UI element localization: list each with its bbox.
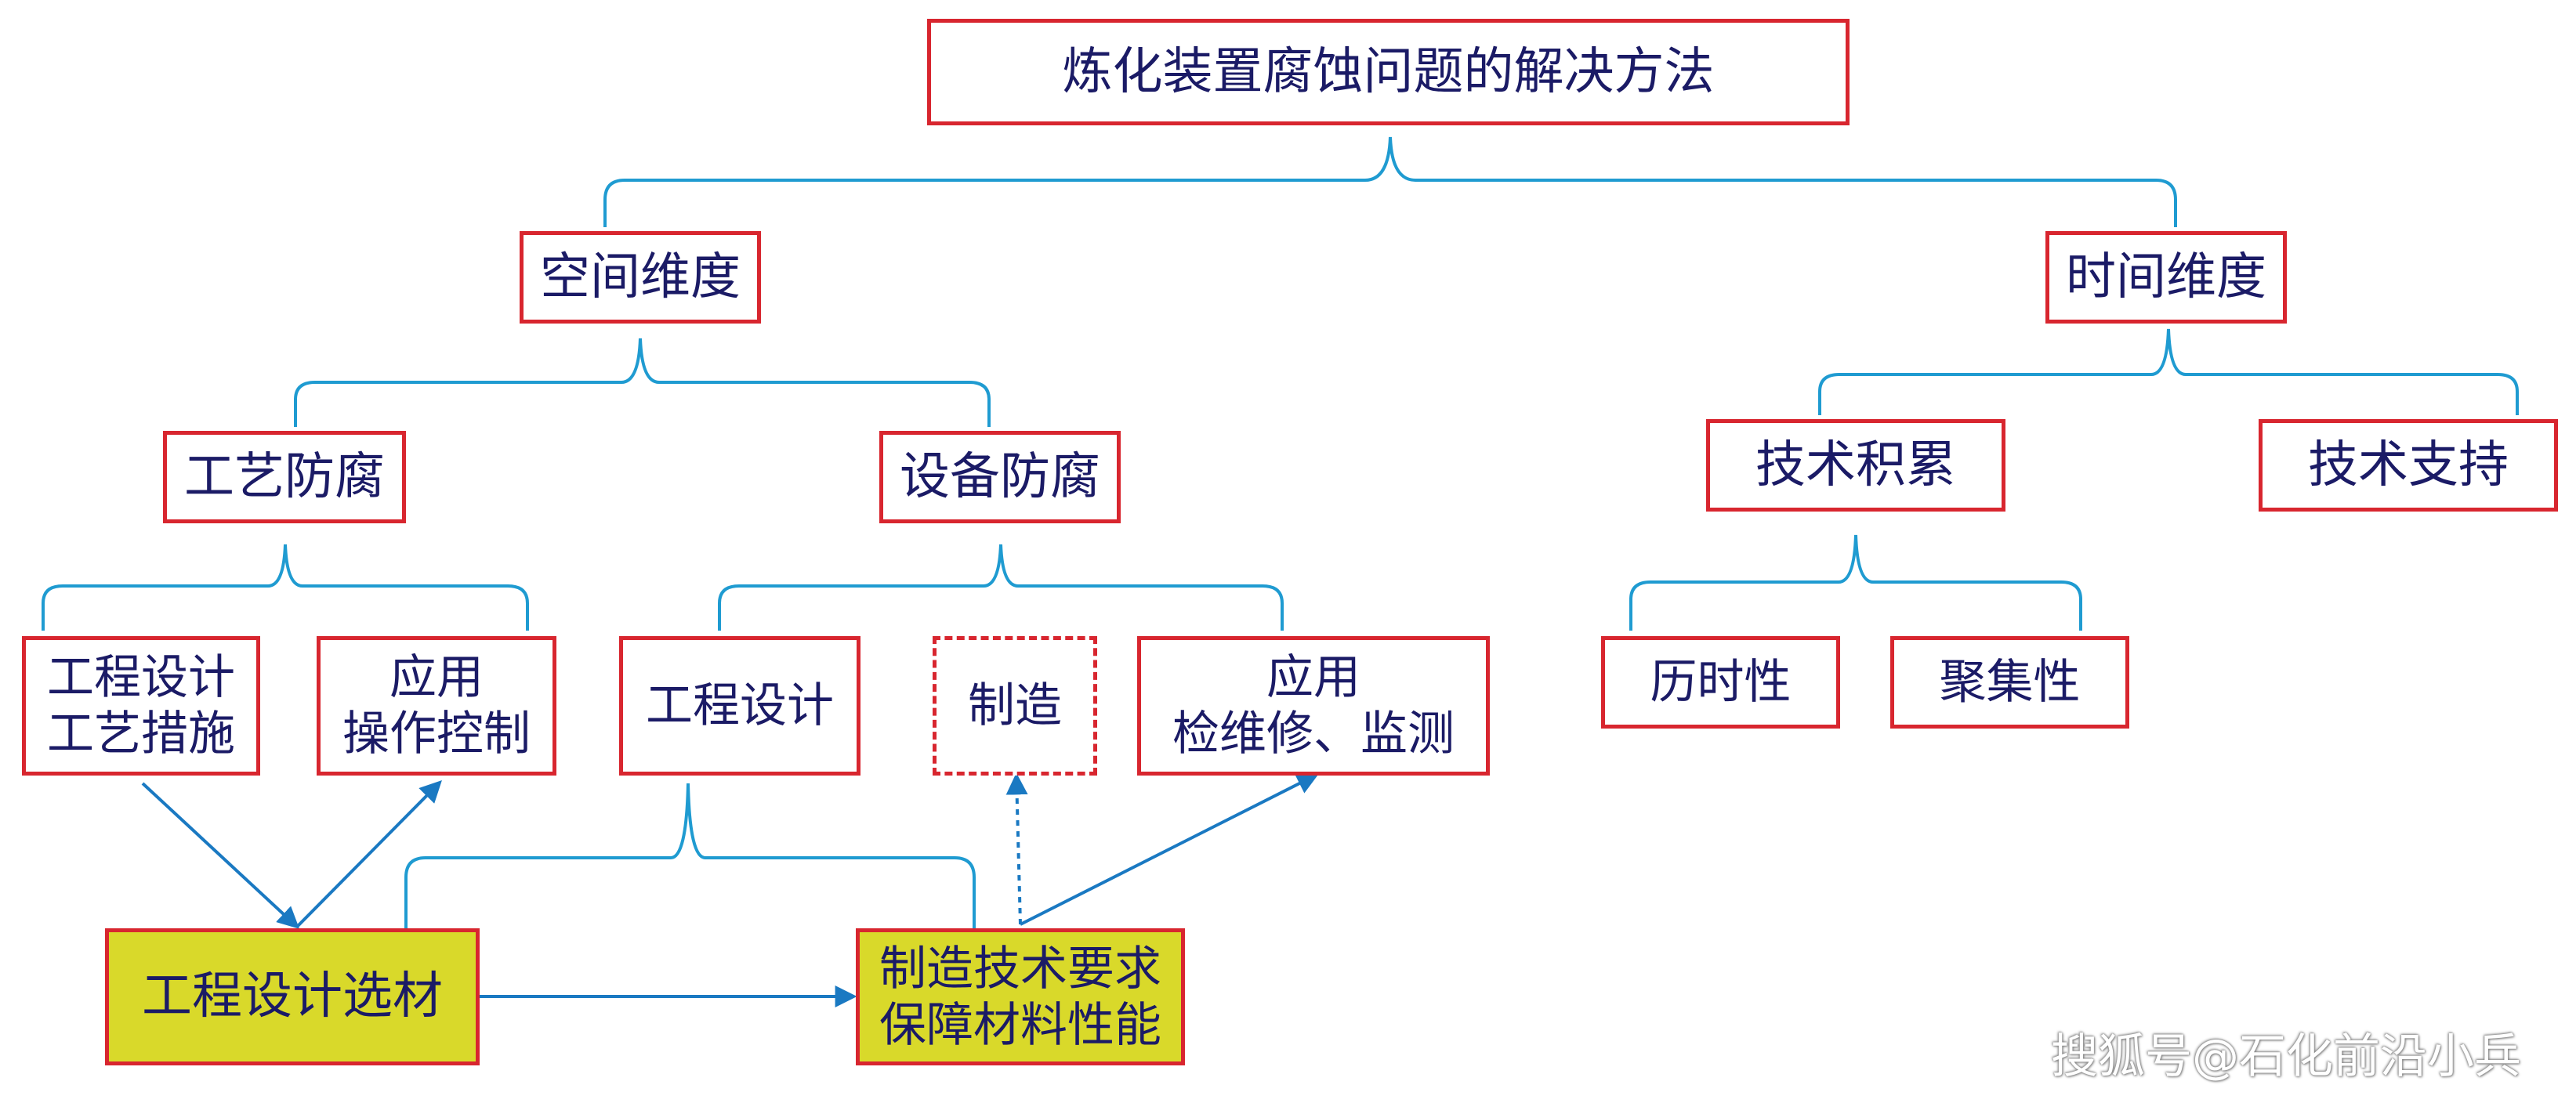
node-line: 设备防腐 [900, 447, 1100, 506]
node-tech-support: 技术支持 [2259, 419, 2558, 512]
node-line: 工艺防腐 [184, 447, 385, 506]
arrow-process-to-selection [141, 782, 300, 929]
node-process-protection: 工艺防腐 [163, 431, 406, 523]
brace-design-to-materials [404, 783, 976, 928]
node-root: 炼化装置腐蚀问题的解决方法 [927, 19, 1850, 125]
brace-root-children [603, 136, 2177, 227]
brace-spatial-children [294, 338, 991, 427]
node-line: 制造 [968, 678, 1062, 733]
node-line: 保障材料性能 [879, 997, 1161, 1053]
brace-accumulation-children [1629, 534, 2082, 631]
node-line: 工程设计 [646, 678, 834, 733]
node-line: 工程设计 [47, 650, 235, 705]
node-spatial: 空间维度 [520, 231, 761, 324]
node-clustering: 聚集性 [1890, 636, 2129, 729]
arrow-manufacturing-req-to-manufacturing [1005, 772, 1028, 925]
node-line: 聚集性 [1939, 655, 2081, 710]
brace-process-children [42, 544, 529, 631]
node-engineering-design: 工程设计 [619, 636, 860, 776]
node-line: 历时性 [1650, 655, 1792, 710]
node-equipment-protection: 设备防腐 [879, 431, 1121, 523]
brace-temporal-children [1818, 328, 2519, 415]
node-material-selection: 工程设计选材 [105, 928, 480, 1065]
node-line: 空间维度 [540, 248, 741, 306]
node-line: 技术积累 [1755, 436, 1956, 494]
node-line: 时间维度 [2066, 248, 2266, 306]
node-eng-design-process: 工程设计 工艺措施 [22, 636, 260, 776]
node-application-maintenance: 应用 检维修、监测 [1137, 636, 1490, 776]
node-line: 应用 [1266, 650, 1360, 705]
watermark-text: 搜狐号@石化前沿小兵 [2051, 1029, 2521, 1084]
node-line: 炼化装置腐蚀问题的解决方法 [1062, 42, 1715, 101]
brace-equipment-children [718, 544, 1284, 631]
node-line: 工艺措施 [47, 707, 235, 761]
arrow-manufacturing-req-to-maintenance [1020, 773, 1319, 926]
node-manufacturing-requirements: 制造技术要求 保障材料性能 [856, 928, 1185, 1065]
node-manufacturing: 制造 [933, 636, 1097, 776]
node-line: 制造技术要求 [879, 941, 1161, 996]
arrow-selection-to-operation [296, 780, 442, 928]
node-line: 检维修、监测 [1172, 707, 1455, 761]
node-line: 应用 [389, 650, 484, 705]
node-chronicity: 历时性 [1601, 636, 1840, 729]
node-line: 操作控制 [342, 707, 531, 761]
node-tech-accumulation: 技术积累 [1706, 419, 2005, 512]
node-temporal: 时间维度 [2045, 231, 2287, 324]
node-application-operation: 应用 操作控制 [317, 636, 556, 776]
node-line: 技术支持 [2308, 436, 2509, 494]
node-line: 工程设计选材 [142, 967, 443, 1026]
